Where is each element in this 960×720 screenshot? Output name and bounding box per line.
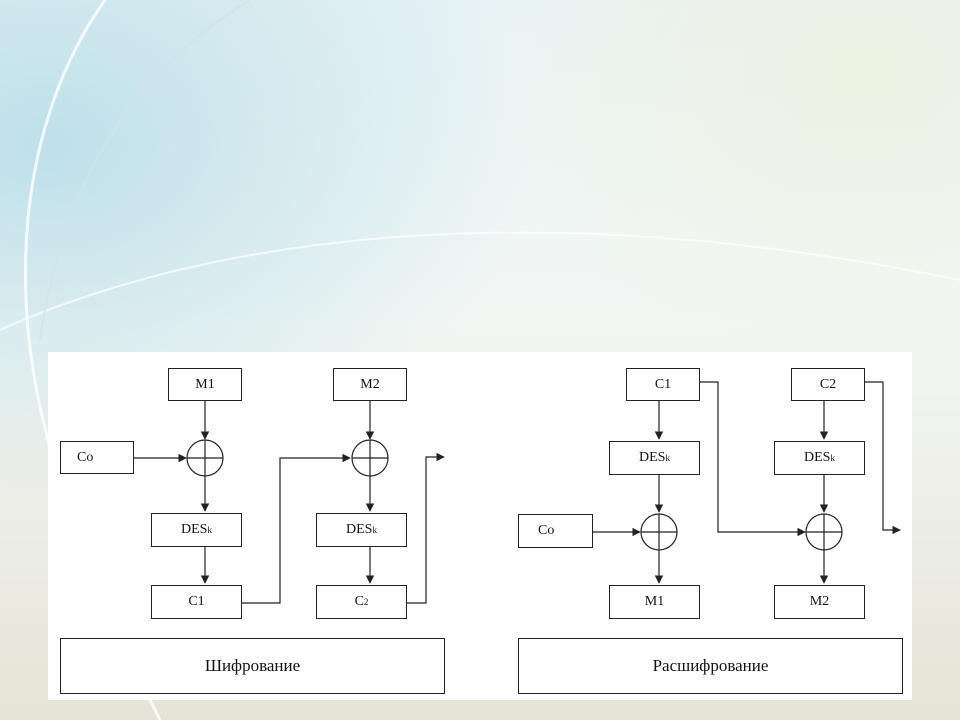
enc-m1-label: M1 xyxy=(195,376,215,392)
dec-m1-box: M1 xyxy=(609,585,700,619)
enc-c1-box: C1 xyxy=(151,585,242,619)
arrow-c2-out xyxy=(407,452,445,604)
enc-c2-label: C xyxy=(354,594,364,609)
dec-des1-label: DES xyxy=(639,450,666,465)
dec-c0-box: Co xyxy=(518,514,593,548)
dec-c2-box: C2 xyxy=(791,368,865,401)
enc-m1-box: M1 xyxy=(168,368,242,401)
enc-m2-box: M2 xyxy=(333,368,407,401)
enc-des1-subscript: k xyxy=(207,525,212,535)
enc-title-box: Шифрование xyxy=(60,638,445,694)
dec-m2-label: M2 xyxy=(809,594,830,609)
enc-des2-label: DES xyxy=(346,522,373,537)
dec-m1-label: M1 xyxy=(644,594,665,609)
diagram-wires xyxy=(134,381,901,604)
enc-m2-label: M2 xyxy=(360,376,380,392)
arrow-c2-out-dec xyxy=(865,381,901,535)
dec-c2-label: C2 xyxy=(819,376,837,392)
dec-c0-label: Co xyxy=(538,523,555,538)
dec-c1-label: C1 xyxy=(654,376,672,392)
arrow-c1-to-xor2 xyxy=(242,453,351,604)
enc-c1-label: C1 xyxy=(188,594,205,609)
dec-title: Расшифрование xyxy=(652,656,769,675)
enc-c0-label: Co xyxy=(77,449,94,465)
arrow-c1-to-xor2-dec xyxy=(700,381,806,537)
dec-c1-box: C1 xyxy=(626,368,700,401)
enc-title: Шифрование xyxy=(204,656,301,675)
enc-c0-box: Co xyxy=(60,441,134,474)
dec-m2-box: M2 xyxy=(774,585,865,619)
enc-des1-label: DES xyxy=(181,522,208,537)
enc-des2-subscript: k xyxy=(372,525,377,535)
dec-title-box: Расшифрование xyxy=(518,638,903,694)
enc-c2-subscript: 2 xyxy=(363,597,369,607)
dec-des2-label: DES xyxy=(804,450,831,465)
dec-des2-subscript: k xyxy=(830,453,835,463)
dec-des1-subscript: k xyxy=(665,453,670,463)
